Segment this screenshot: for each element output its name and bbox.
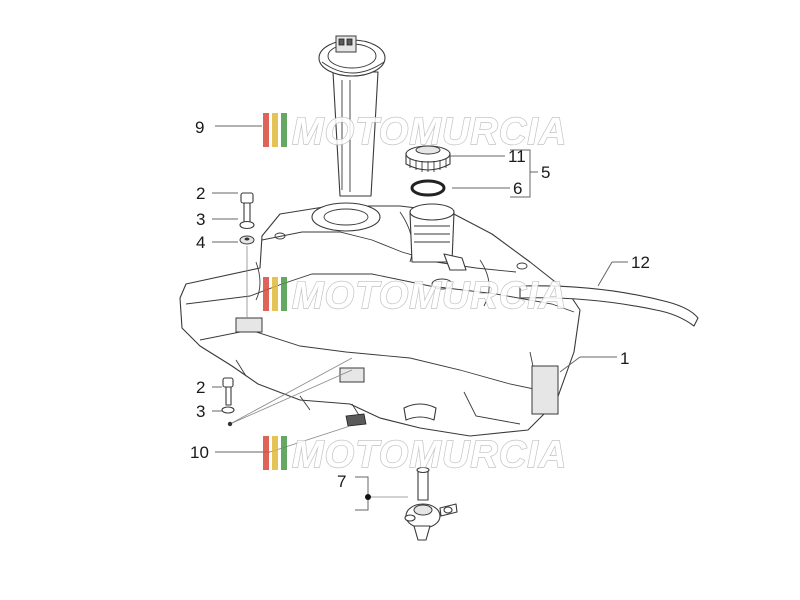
callout-1: 1 <box>620 349 629 368</box>
rubber-mount-top <box>239 235 255 245</box>
callout-12: 12 <box>631 253 650 272</box>
callout-10: 10 <box>190 443 209 462</box>
callout-2-top: 2 <box>196 184 205 203</box>
callout-5: 5 <box>541 163 550 182</box>
washer-bottom <box>221 406 235 414</box>
bolt-top <box>240 192 254 226</box>
callout-labels: 9 11 6 5 2 3 4 12 1 2 3 10 7 <box>190 118 650 491</box>
callout-2-bottom: 2 <box>196 378 205 397</box>
callout-6: 6 <box>513 179 522 198</box>
fuel-valve <box>404 466 458 541</box>
filler-cap <box>405 145 451 172</box>
callout-4: 4 <box>196 233 205 252</box>
breather-hose <box>519 285 699 327</box>
callout-11: 11 <box>508 147 526 166</box>
callout-3-top: 3 <box>196 210 205 229</box>
bolt-bottom <box>222 377 234 406</box>
filler-neck <box>409 203 467 271</box>
washer-top <box>239 220 255 230</box>
fuel-tank <box>179 202 581 437</box>
watermark-text: MOTOMURCIA <box>292 111 567 153</box>
watermark-top: MOTOMURCIA <box>263 110 567 154</box>
watermark-text: MOTOMURCIA <box>292 275 567 317</box>
o-ring <box>410 179 446 197</box>
mount-clip <box>345 403 437 427</box>
watermark-text: MOTOMURCIA <box>292 434 567 476</box>
fuel-pump-assembly <box>318 35 386 197</box>
watermark-bottom: MOTOMURCIA <box>263 433 567 477</box>
callout-7: 7 <box>337 472 346 491</box>
watermark-middle: MOTOMURCIA <box>263 274 567 318</box>
callout-9: 9 <box>195 118 204 137</box>
callout-3-bottom: 3 <box>196 402 205 421</box>
